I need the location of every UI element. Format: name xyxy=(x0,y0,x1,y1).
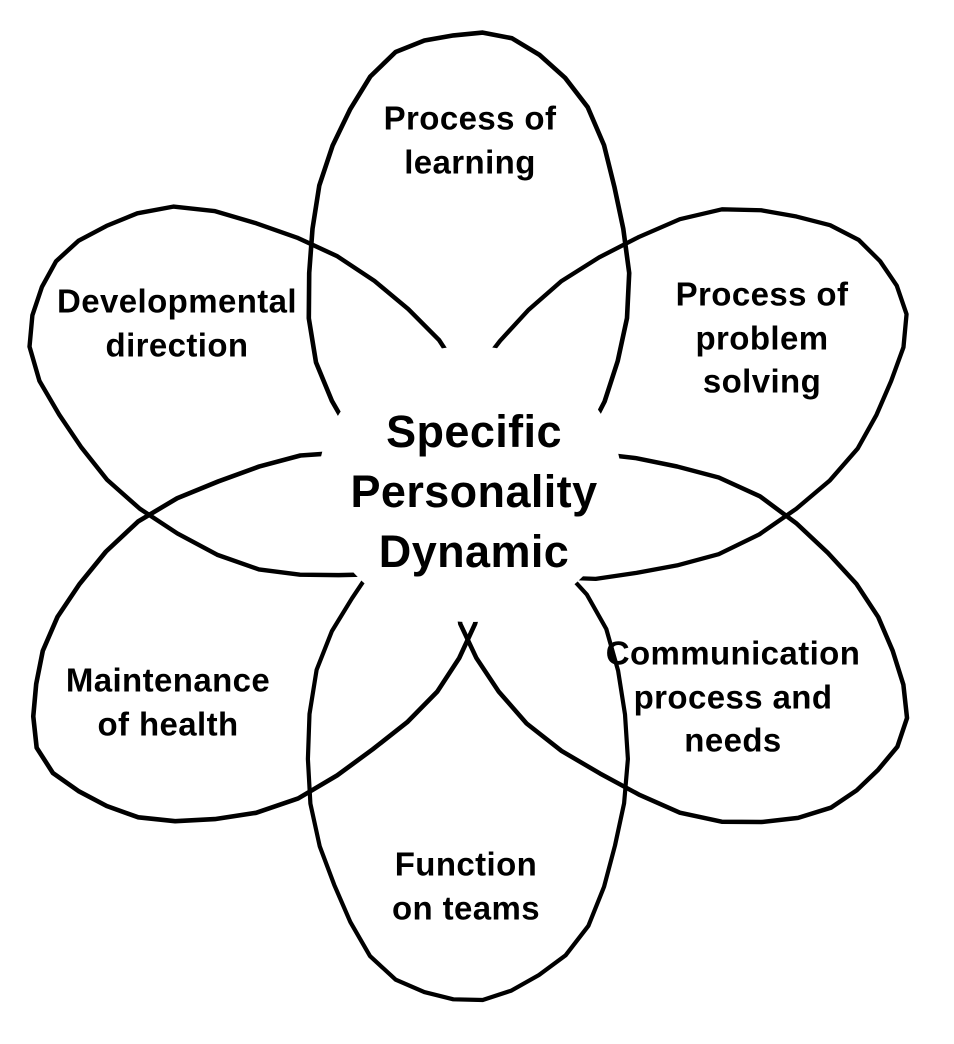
center-clearing xyxy=(318,346,622,622)
